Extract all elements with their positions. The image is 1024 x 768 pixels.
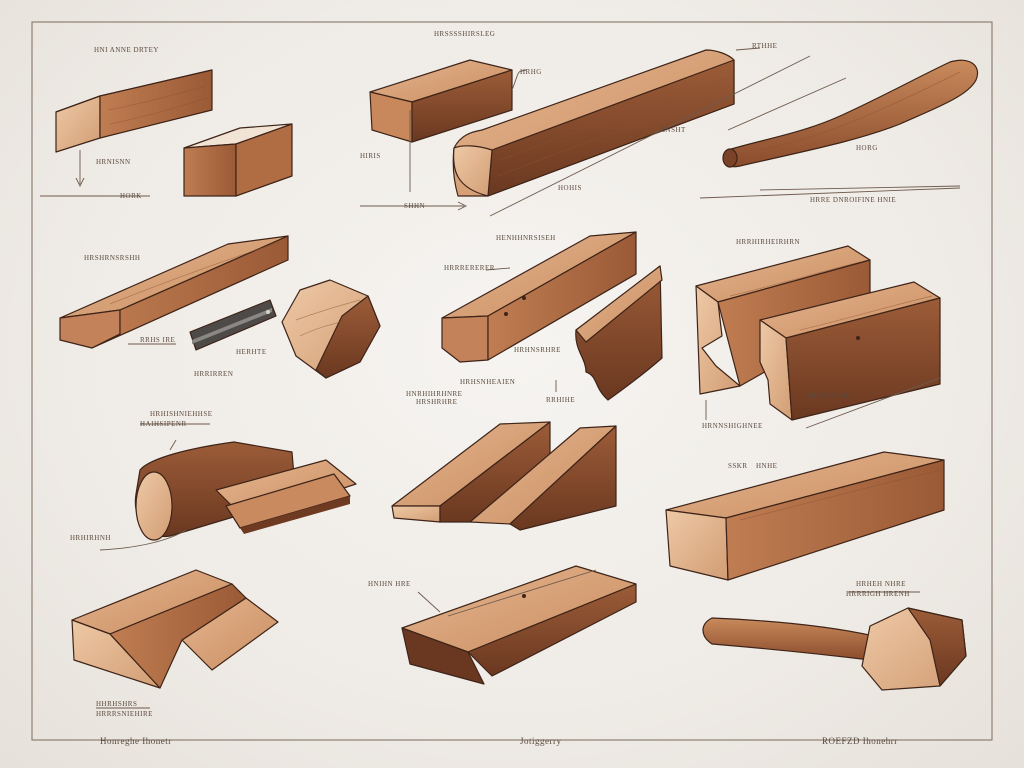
label-u: HRSHRHRE	[416, 398, 457, 406]
annotation-lines	[40, 47, 961, 709]
label-z: HNIHN HRE	[368, 580, 411, 588]
chisel-blade	[189, 299, 277, 351]
notched-beam	[441, 231, 637, 363]
label-t: HERHTE	[236, 348, 267, 356]
label-ag: HNRHIHRHNRE	[406, 390, 462, 398]
wood-block-1	[55, 69, 213, 153]
label-n: HRRRERERER	[444, 264, 495, 272]
label-k: HRRE DNROIFINE HNIE	[810, 196, 896, 204]
plank-long	[59, 235, 289, 349]
label-aa: HRHIRHNH	[70, 534, 111, 542]
label-g: HORK	[120, 192, 142, 200]
footer-right: ROEFZD Ihonehrr	[822, 736, 898, 746]
label-d: RTHHE	[752, 42, 777, 50]
labels: HNI ANNE DRTEY HRSSSSHIRSLEG HRHG RTHHE …	[70, 30, 910, 718]
label-m: HENHHNRSISEH	[496, 234, 556, 242]
label-y: HNHE	[756, 462, 777, 470]
label-f: HRNISNN	[96, 158, 131, 166]
label-a: HNI ANNE DRTEY	[94, 46, 159, 54]
flat-boards	[401, 565, 637, 685]
footer-center: Jotiggerry	[520, 736, 562, 746]
label-s: HRRIRREN	[194, 370, 233, 378]
label-af: HRHNHNSRE	[806, 392, 853, 400]
label-c: HRHG	[520, 68, 542, 76]
footer: Honreghe Ihonetr Jotiggerry ROEFZD Ihone…	[100, 736, 898, 746]
wood-block-3	[369, 59, 513, 143]
mallet	[702, 607, 967, 691]
label-ah: HAIHSIPENR	[140, 420, 187, 428]
wood-block-2	[183, 123, 293, 197]
label-ai: RRHIHE	[546, 396, 575, 404]
label-r: RRHS IRE	[140, 336, 175, 344]
footer-left: Honreghe Ihonetr	[100, 736, 172, 746]
label-b: HRSSSSHIRSLEG	[434, 30, 495, 38]
label-w: HRNNSHIGHNEE	[702, 422, 763, 430]
hex-log	[281, 279, 381, 379]
wooden-club	[722, 59, 979, 168]
stacked-slabs	[71, 569, 279, 689]
label-ac: HHRHSHRS	[96, 700, 137, 708]
long-beam	[452, 49, 735, 197]
label-x: SSKR	[728, 462, 748, 470]
log-with-boards	[134, 441, 357, 541]
label-i: SHHN	[404, 202, 425, 210]
molding-profile	[575, 265, 663, 401]
label-h: HIRIS	[360, 152, 381, 160]
split-blocks	[695, 245, 941, 421]
label-e: HNSHT	[660, 126, 686, 134]
label-o: HRRHIRHEIRHRN	[736, 238, 800, 246]
label-q: HRHSNHEAIEN	[460, 378, 515, 386]
label-aj: HORG	[856, 144, 878, 152]
label-l: HRSHRNSRSHH	[84, 254, 140, 262]
square-post	[665, 451, 945, 581]
wedge-pair	[391, 421, 617, 531]
label-v: HRHISHNIEHHSE	[150, 410, 213, 418]
label-p: HRHNSRHRE	[514, 346, 561, 354]
label-ab: HRHEH NHRE	[856, 580, 906, 588]
label-j: HOHIS	[558, 184, 582, 192]
label-ad: HRRRSNIEHIRE	[96, 710, 153, 718]
label-ae: HRRRIGH HRENH	[846, 590, 910, 598]
